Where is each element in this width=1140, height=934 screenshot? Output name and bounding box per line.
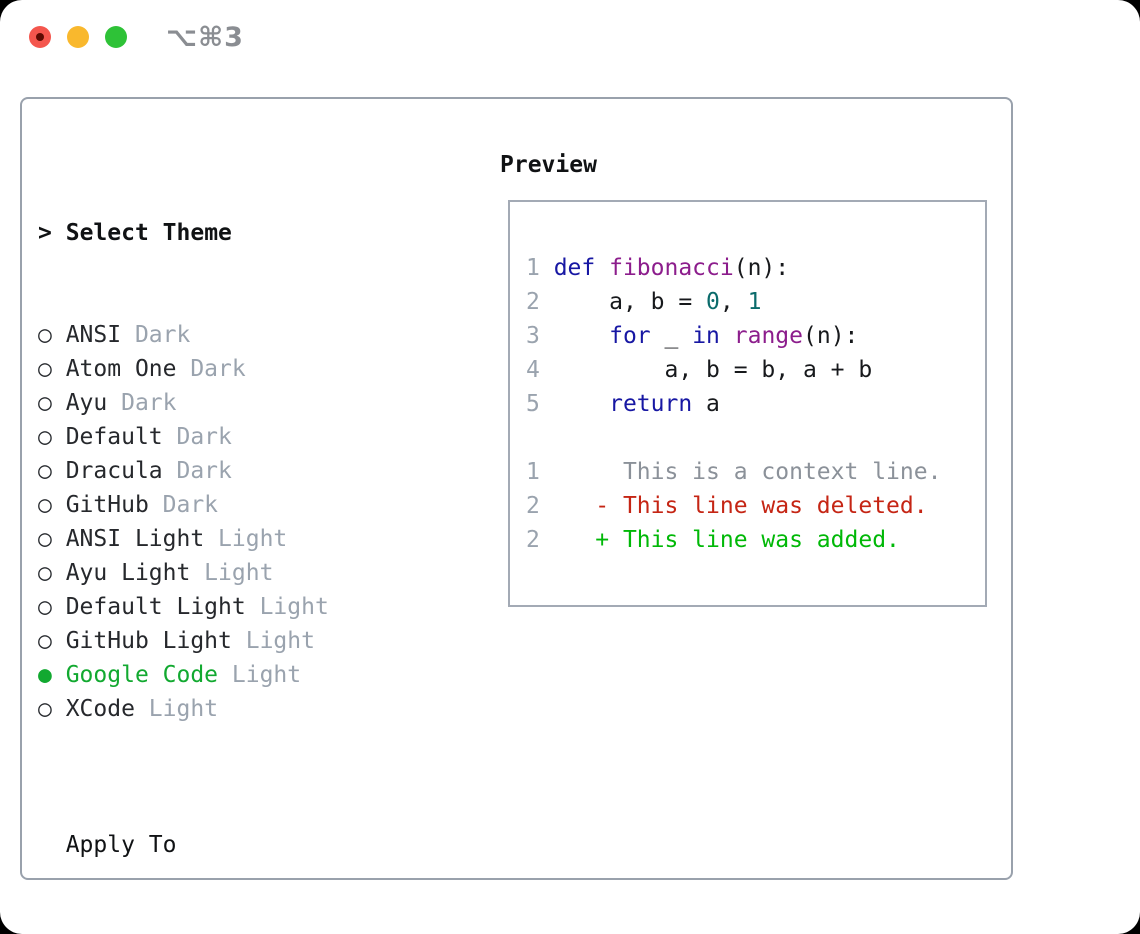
preview-line-diff-context-7: 1 This is a context line. [526, 459, 942, 485]
theme-option-github[interactable]: ○ GitHub Dark [38, 488, 448, 522]
preview-box: 1 def fibonacci(n): 2 a, b = 0, 1 3 for _ … [508, 200, 987, 607]
radio-unselected-icon: ○ [38, 424, 66, 450]
theme-variant-label: Dark [162, 424, 232, 450]
theme-variant-label: Light [245, 594, 329, 620]
window-title: ⌥⌘3 [166, 22, 244, 53]
radio-unselected-icon: ○ [38, 356, 66, 382]
theme-option-label: Ayu Light [65, 560, 191, 586]
theme-option-ansi[interactable]: ○ ANSI Dark [38, 318, 448, 352]
theme-option-ansi-light[interactable]: ○ ANSI Light Light [38, 522, 448, 556]
preview-line-diff-deleted-8: 2 - This line was deleted. [526, 493, 928, 519]
theme-option-dracula[interactable]: ○ Dracula Dark [38, 454, 448, 488]
select-theme-header: > Select Theme [38, 220, 232, 246]
theme-option-label: GitHub Light [65, 628, 232, 654]
theme-option-label: XCode [65, 696, 135, 722]
theme-option-label: ANSI [65, 322, 122, 348]
theme-option-default[interactable]: ○ Default Dark [38, 420, 448, 454]
preview-line-code-4: 4 a, b = b, a + b [526, 357, 873, 383]
theme-option-label: Ayu [65, 390, 108, 416]
theme-variant-label: Light [218, 662, 302, 688]
theme-option-default-light[interactable]: ○ Default Light Light [38, 590, 448, 624]
radio-selected-icon: ● [38, 662, 66, 688]
theme-option-label: Default [65, 424, 163, 450]
theme-option-ayu-light[interactable]: ○ Ayu Light Light [38, 556, 448, 590]
theme-option-atom-one[interactable]: ○ Atom One Dark [38, 352, 448, 386]
radio-unselected-icon: ○ [38, 322, 66, 348]
apply-option-user-settings[interactable]: ● User Settings [38, 930, 448, 934]
preview-line-blank-6 [526, 421, 941, 455]
theme-variant-label: Dark [121, 322, 191, 348]
theme-variant-label: Dark [162, 458, 232, 484]
theme-option-label: Google Code [65, 662, 219, 688]
theme-variant-label: Dark [107, 390, 177, 416]
theme-option-google-code[interactable]: ● Google Code Light [38, 658, 448, 692]
radio-unselected-icon: ○ [38, 390, 66, 416]
theme-option-label: ANSI Light [65, 526, 205, 552]
theme-option-label: Atom One [65, 356, 177, 382]
radio-unselected-icon: ○ [38, 696, 66, 722]
code-preview: 1 def fibonacci(n): 2 a, b = 0, 1 3 for _ … [526, 251, 941, 557]
theme-variant-label: Light [190, 560, 274, 586]
preview-line-code-5: 5 return a [526, 391, 720, 417]
theme-option-label: Default Light [65, 594, 246, 620]
minimize-button-icon[interactable] [67, 26, 89, 48]
radio-unselected-icon: ○ [38, 628, 66, 654]
apply-to-header: Apply To [65, 832, 177, 858]
theme-option-xcode[interactable]: ○ XCode Light [38, 692, 448, 726]
theme-variant-label: Light [134, 696, 219, 722]
close-button-icon[interactable] [29, 26, 51, 48]
radio-unselected-icon: ○ [38, 526, 66, 552]
preview-line-code-3: 3 for _ in range(n): [526, 323, 859, 349]
zoom-button-icon[interactable] [105, 26, 127, 48]
theme-variant-label: Light [204, 526, 288, 552]
theme-variant-label: Dark [176, 356, 246, 382]
radio-unselected-icon: ○ [38, 560, 66, 586]
preview-header: Preview [500, 152, 597, 178]
theme-list: > Select Theme ○ ANSI Dark○ Atom One Dar… [38, 148, 448, 934]
theme-option-ayu[interactable]: ○ Ayu Dark [38, 386, 448, 420]
focus-cursor-icon: > [38, 220, 52, 246]
radio-unselected-icon: ○ [38, 594, 66, 620]
theme-variant-label: Dark [148, 492, 219, 518]
preview-line-code-2: 2 a, b = 0, 1 [526, 289, 762, 315]
theme-option-label: GitHub [65, 492, 149, 518]
preview-line-diff-added-9: 2 + This line was added. [526, 527, 900, 553]
theme-option-label: Dracula [65, 458, 163, 484]
titlebar: ⌥⌘3 [0, 0, 1140, 72]
preview-line-code-1: 1 def fibonacci(n): [526, 255, 790, 281]
theme-option-github-light[interactable]: ○ GitHub Light Light [38, 624, 448, 658]
theme-variant-label: Light [231, 628, 315, 654]
radio-unselected-icon: ○ [38, 492, 66, 518]
radio-unselected-icon: ○ [38, 458, 66, 484]
